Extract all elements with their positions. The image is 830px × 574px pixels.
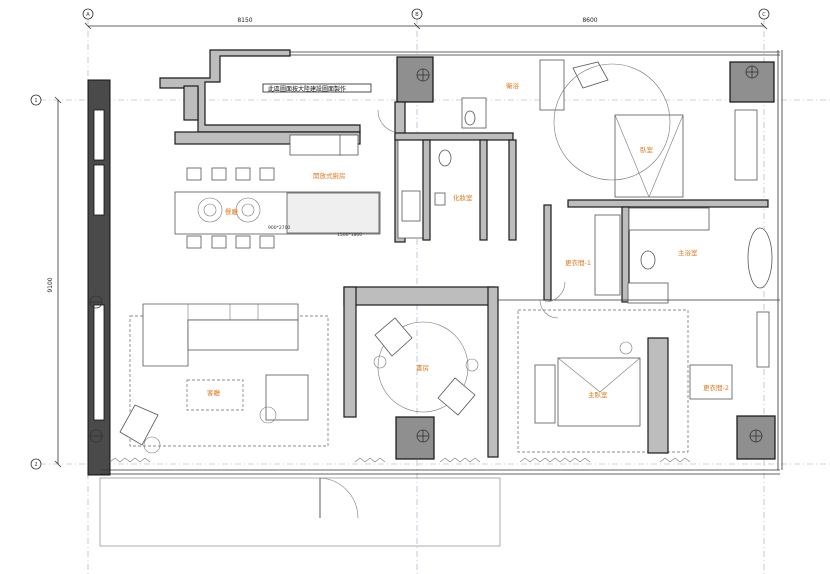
room-label-bedroom: 臥室 <box>640 145 654 154</box>
study-area <box>343 286 499 458</box>
room-label-closet2: 更衣間-2 <box>703 383 729 392</box>
room-label-closet1: 更衣間-1 <box>565 258 591 267</box>
column-bottom-center <box>395 416 435 460</box>
axis-label-a2: B <box>415 12 419 18</box>
size-table: 900*2700 <box>268 225 290 231</box>
note-text: 此區圖面按大陸建設圖面製作 <box>268 85 346 93</box>
door-swings <box>99 109 566 547</box>
axis-label-a3: C <box>762 12 766 18</box>
room-label-dining: 餐廳 <box>225 207 239 216</box>
axis-markers: A B C 1 2 <box>30 8 770 470</box>
size-island: 1500*1800 <box>337 232 362 238</box>
axis-label-a1: A <box>86 12 90 18</box>
column-top-center <box>396 56 434 103</box>
dim-span-left: 8150 <box>237 17 252 24</box>
dim-span-right: 8600 <box>582 17 597 24</box>
axis-label-r2: 2 <box>34 462 37 468</box>
central-core <box>394 59 565 243</box>
room-label-study: 書房 <box>416 363 429 372</box>
room-label-master-bed: 主臥室 <box>588 390 608 399</box>
dimension-lines: 8150 8600 9100 <box>47 17 768 468</box>
columns <box>89 56 776 460</box>
room-label-powder: 化妝室 <box>453 193 473 202</box>
room-label-bath1: 衛浴 <box>506 81 520 90</box>
dining-chairs <box>186 167 275 249</box>
room-labels: 開放式廚房 餐廳 客廳 書房 衛浴 化妝室 臥室 主浴室 更衣間-1 更衣間-2… <box>207 81 729 399</box>
kitchen-walls: 此區圖面按大陸建設圖面製作 <box>159 49 372 156</box>
axis-label-r1: 1 <box>34 98 37 104</box>
living-area <box>119 303 329 454</box>
bedroom-suite <box>498 61 780 454</box>
room-label-living: 客廳 <box>207 388 221 397</box>
room-label-kitchen: 開放式廚房 <box>313 171 346 180</box>
exterior-walls <box>87 50 783 476</box>
dim-height: 9100 <box>47 277 54 292</box>
room-label-master-bath: 主浴室 <box>678 248 698 257</box>
dining-area: 900*2700 1500*1800 <box>174 167 381 249</box>
